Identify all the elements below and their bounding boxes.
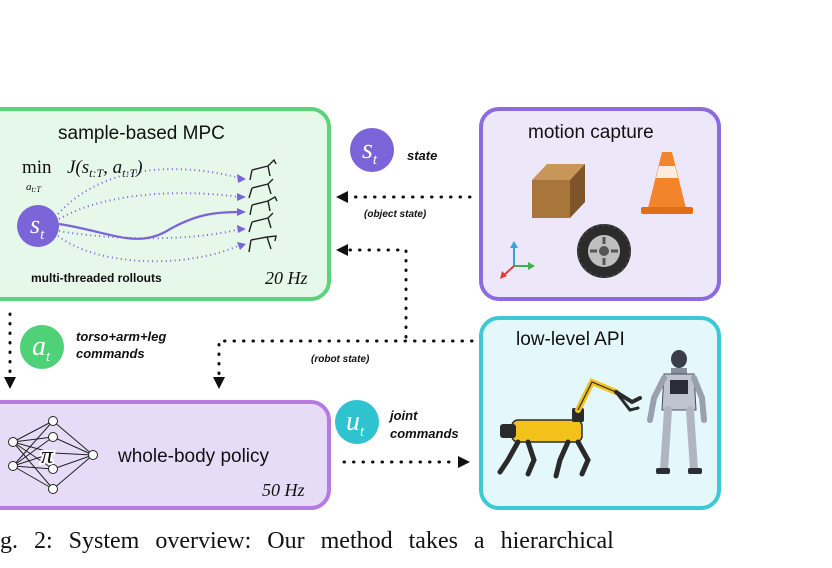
joint-label-line2: commands	[390, 426, 459, 441]
mpc-state-symbol: st	[30, 210, 45, 243]
motion-capture-box: motion capture	[479, 107, 721, 301]
mpc-state-circle	[17, 205, 59, 247]
rollout-arrow-4	[237, 242, 246, 250]
robot-state-arrowhead-policy	[213, 377, 225, 389]
traffic-cone-icon	[641, 152, 693, 214]
state-signal: st state (object state)	[336, 128, 472, 220]
objective-subscript: at:T	[26, 181, 41, 194]
state-signal-label: state	[407, 148, 437, 163]
state-signal-symbol: st	[362, 134, 378, 168]
box-icon	[532, 164, 585, 218]
rollout-path-3	[58, 228, 241, 240]
robot-sketch-icon	[248, 178, 274, 199]
object-state-label: (object state)	[364, 209, 427, 220]
action-arrowhead	[4, 377, 16, 389]
joint-signal-symbol: ut	[346, 406, 365, 440]
robot-state-arrow-to-mpc	[348, 248, 408, 342]
rollout-trajectories	[57, 168, 241, 263]
rollout-path-best	[58, 210, 241, 240]
action-signal: at torso+arm+leg commands	[4, 312, 166, 389]
mpc-rate: 20 Hz	[265, 268, 308, 288]
rollout-arrow-2	[237, 193, 246, 201]
low-level-title: low-level API	[516, 329, 625, 350]
rollout-robot-icons	[248, 158, 278, 253]
rollout-path-1	[57, 168, 241, 215]
rollout-path-2	[58, 192, 241, 220]
joint-label-line1: joint	[388, 408, 418, 423]
robot-sketch-icon	[248, 235, 277, 253]
low-level-frame	[479, 316, 721, 510]
policy-title: whole-body policy	[117, 446, 270, 467]
humanoid-robot-icon	[647, 350, 707, 474]
policy-box: π whole-body policy 50 Hz	[0, 400, 331, 510]
rollouts-label: multi-threaded rollouts	[31, 271, 162, 285]
robot-sketch-icon	[249, 158, 277, 181]
mpc-box-frame	[0, 107, 331, 301]
rollout-arrow-3	[237, 225, 246, 233]
robot-state-arrowhead-mpc	[336, 244, 348, 256]
objective-min: min	[22, 157, 52, 178]
mpc-box: sample-based MPC min at:T J(st:T, at:T) …	[0, 107, 331, 301]
object-state-arrowhead	[336, 191, 348, 203]
robot-sketch-icon	[248, 212, 274, 233]
rollout-arrow-best	[237, 208, 246, 216]
policy-box-frame	[0, 400, 331, 510]
axes-icon	[500, 241, 535, 279]
robot-state-label: (robot state)	[311, 354, 370, 365]
state-signal-circle	[350, 128, 394, 172]
wheel-icon	[577, 224, 631, 278]
rollout-arrow-1	[237, 174, 246, 183]
rollout-arrowheads	[237, 174, 246, 250]
policy-rate: 50 Hz	[262, 480, 305, 500]
robot-state-signal	[217, 248, 474, 376]
motion-capture-title: motion capture	[528, 122, 654, 143]
action-signal-symbol: at	[32, 331, 51, 365]
figure-caption: g. 2: System overview: Our method takes …	[0, 528, 614, 554]
action-label-line1: torso+arm+leg	[76, 329, 166, 344]
action-label-line2: commands	[76, 346, 145, 361]
joint-signal-circle	[335, 400, 379, 444]
joint-arrowhead	[458, 456, 470, 468]
low-level-box: low-level API	[479, 316, 721, 510]
neural-network-icon	[8, 416, 98, 494]
action-signal-circle	[20, 325, 64, 369]
quadruped-arm-robot-icon	[497, 378, 642, 479]
robot-state-arrow-to-policy	[217, 339, 474, 376]
robot-sketch-icon	[249, 196, 278, 216]
mpc-title: sample-based MPC	[58, 123, 225, 144]
policy-symbol: π	[41, 443, 54, 469]
motion-capture-frame	[479, 107, 721, 301]
joint-signal: ut joint commands	[335, 400, 470, 468]
